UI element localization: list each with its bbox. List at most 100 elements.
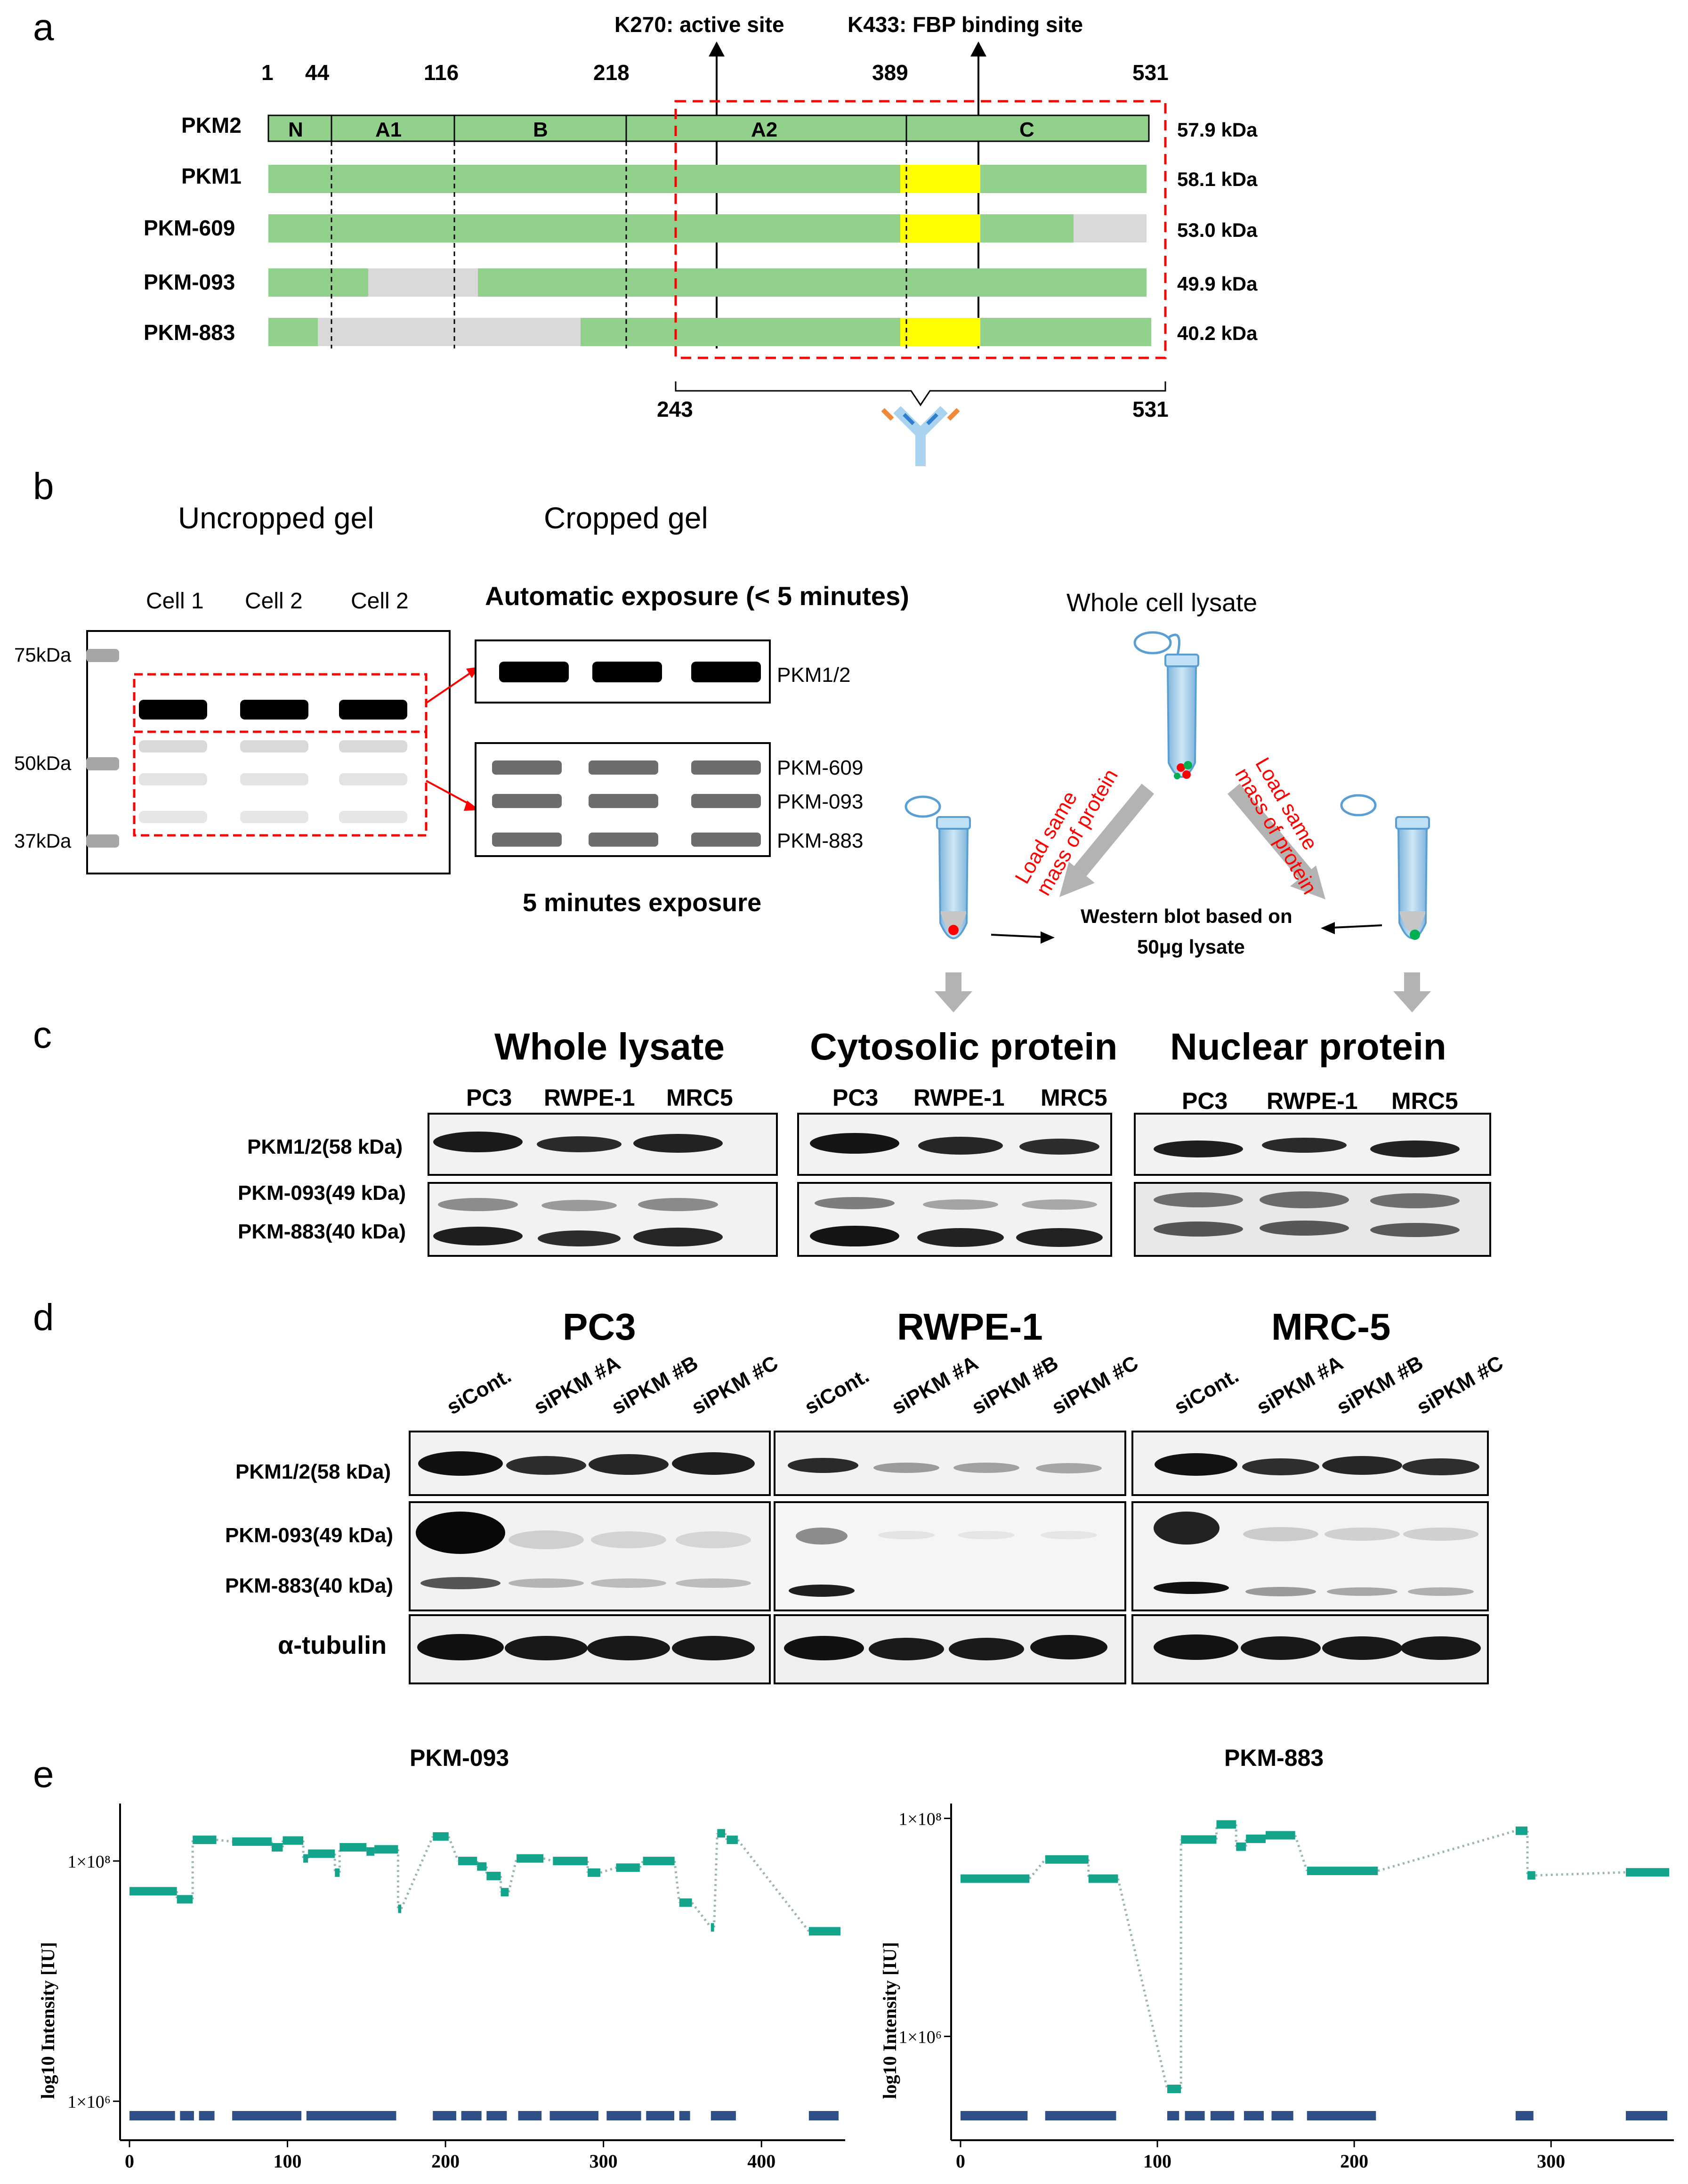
x-tick-label: 400 [747, 2151, 775, 2172]
coverage-bar [549, 2111, 598, 2120]
peptide-segment [1167, 2084, 1181, 2093]
antibody-icon [881, 406, 960, 466]
antibody-bracket [675, 381, 1166, 406]
peptide-segment [308, 1849, 335, 1858]
segment-link [1377, 1829, 1516, 1872]
peptide-segment [232, 1837, 272, 1846]
kda-pkm609: 53.0 kDa [1177, 219, 1258, 241]
y-tick-label: 1×10⁸ [67, 1852, 111, 1872]
pkm883-missing [318, 318, 581, 346]
peptide-segment [458, 1857, 477, 1866]
coverage-bar [180, 2111, 194, 2120]
d-row-pkm093: PKM-093(49 kDa) [225, 1524, 393, 1547]
c-row-pkm093: PKM-093(49 kDa) [238, 1181, 406, 1205]
c-lane: RWPE-1 [913, 1084, 1005, 1111]
pkm2-bar [267, 114, 1150, 142]
d-blot-pc3 [409, 1431, 771, 1684]
segment-link [691, 1901, 712, 1928]
peptide-segment [717, 1829, 726, 1838]
segment-link [400, 1836, 434, 1909]
d-lane: siPKM #B [608, 1351, 702, 1419]
d-lane: siCont. [443, 1364, 516, 1419]
peptide-segment [553, 1857, 588, 1866]
peptide-segment [1088, 1874, 1118, 1883]
five-min-label: 5 minutes exposure [523, 889, 761, 917]
band-label-pkm609: PKM-609 [777, 756, 863, 779]
coverage-bar [606, 2111, 641, 2120]
uncropped-bands [139, 700, 407, 823]
pos-116: 116 [424, 60, 459, 85]
peptide-segment [1216, 1820, 1236, 1829]
segment-link [1028, 1859, 1046, 1880]
c-lane: PC3 [832, 1084, 878, 1111]
peptide-segment [335, 1868, 340, 1877]
segment-link [447, 1836, 460, 1861]
peptide-segment [1045, 1855, 1089, 1864]
kda-pkm883: 40.2 kDa [1177, 322, 1258, 344]
pos-218: 218 [593, 60, 630, 85]
pos-1: 1 [261, 60, 274, 85]
c-title-whole: Whole lysate [494, 1026, 725, 1068]
peptide-segment [283, 1836, 304, 1845]
range-243: 243 [657, 397, 693, 421]
panel-letter-c: c [33, 1014, 52, 1056]
band-label-pkm093: PKM-093 [777, 790, 863, 813]
segment-link [638, 1860, 644, 1869]
marker-50: 50kDa [14, 752, 72, 774]
segment-link [736, 1839, 810, 1932]
coverage-bar [1045, 2111, 1116, 2120]
coverage-bar [961, 2111, 1028, 2120]
coverage-bar [232, 2111, 302, 2120]
peptide-segment [808, 1927, 840, 1936]
c-lane: PC3 [466, 1084, 512, 1111]
y-tick-label: 1×10⁶ [898, 2028, 942, 2047]
domain-a1: A1 [375, 118, 402, 141]
d-lane: siPKM #B [968, 1351, 1062, 1419]
peptide-segment [1527, 1871, 1535, 1880]
tube-icon-whole [1133, 631, 1199, 779]
cell-2a: Cell 2 [245, 589, 303, 614]
peptide-segment [366, 1847, 375, 1856]
kda-pkm1: 58.1 kDa [1177, 168, 1258, 190]
isoform-pkm1: PKM1 [181, 164, 242, 188]
x-tick-label: 0 [125, 2151, 134, 2172]
lysate-title: Whole cell lysate [1066, 589, 1257, 617]
pkm1-bar [268, 165, 1147, 193]
segment-link [1294, 1835, 1308, 1871]
peptide-segment [1307, 1867, 1378, 1876]
d-lane: siPKM #A [1253, 1351, 1347, 1419]
coverage-bar [679, 2111, 690, 2120]
peptide-segment [433, 1832, 449, 1841]
isoform-pkm883: PKM-883 [144, 320, 235, 345]
c-blot-nuclear [1134, 1113, 1491, 1257]
crop-box-bottom [133, 730, 428, 837]
segment-link [1535, 1871, 1626, 1877]
d-blot-mrc5 [1131, 1431, 1489, 1684]
y-tick-label: 1×10⁶ [67, 2092, 111, 2112]
coverage-bar [1244, 2111, 1264, 2120]
range-531: 531 [1132, 397, 1169, 421]
pos-531: 531 [1132, 60, 1169, 85]
c-lane: RWPE-1 [1267, 1088, 1358, 1114]
marker-75: 75kDa [14, 644, 72, 666]
d-lane: siPKM #C [1413, 1351, 1507, 1419]
panel-c: c Whole lysate Cytosolic protein Nuclear… [33, 1014, 1491, 1257]
domain-a2: A2 [751, 118, 777, 141]
pkm883-alt-exon [900, 318, 980, 346]
coverage-bar [199, 2111, 215, 2120]
isoform-pkm609: PKM-609 [144, 216, 235, 240]
coverage-bar [518, 2111, 542, 2120]
x-tick-label: 200 [1340, 2151, 1368, 2172]
peptide-segment [679, 1898, 692, 1907]
pos-389: 389 [872, 60, 908, 85]
peptide-segment [517, 1854, 544, 1863]
western-text-2: 50μg lysate [1137, 936, 1245, 958]
coverage-bar [461, 2111, 482, 2120]
peptide-segment [616, 1863, 640, 1872]
d-lane: siPKM #A [888, 1351, 982, 1419]
c-lane: RWPE-1 [544, 1084, 635, 1111]
c-lane: MRC5 [666, 1084, 733, 1111]
domain-n: N [288, 118, 303, 141]
d-row-pkm12: PKM1/2(58 kDa) [235, 1460, 391, 1483]
